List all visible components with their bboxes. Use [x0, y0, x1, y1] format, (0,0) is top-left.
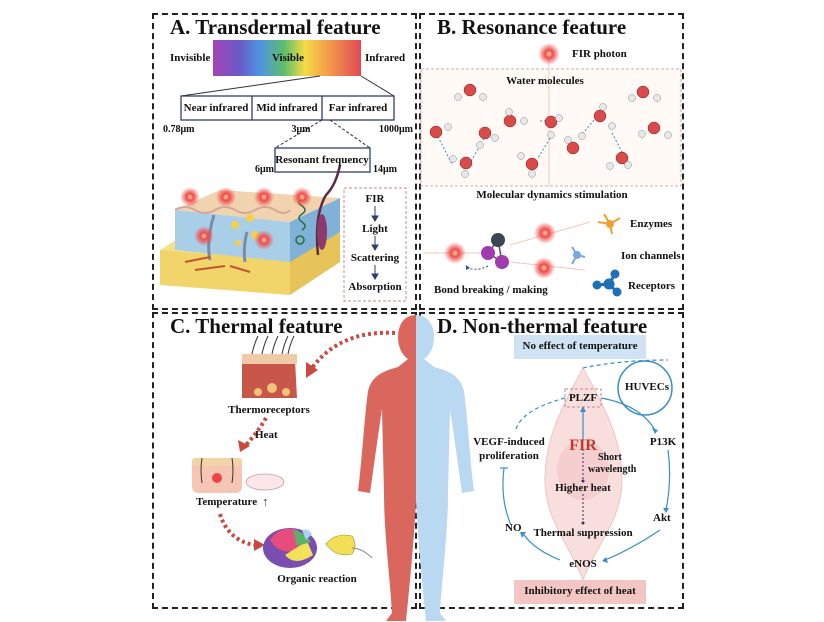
dynamics-photons: [423, 221, 591, 279]
fir-photon-glow: [538, 43, 560, 65]
enzymes-label: Enzymes: [630, 218, 673, 230]
higher-heat-label: Higher heat: [555, 482, 611, 494]
zoom-line-right: [360, 75, 395, 97]
process-light: Light: [362, 223, 388, 235]
enos-label: eNOS: [569, 558, 597, 570]
tick-3um: 3μm: [291, 124, 311, 135]
resonant-zoom-right: [329, 119, 371, 149]
fir-photon-label: FIR photon: [572, 48, 627, 60]
human-figure: [358, 315, 474, 621]
panel-a-title: A. Transdermal feature: [170, 15, 381, 39]
zoom-line-left: [180, 75, 321, 97]
no-effect-banner: [514, 335, 646, 359]
panel-b-title: B. Resonance feature: [437, 15, 627, 39]
panel-c-title: C. Thermal feature: [170, 314, 343, 338]
inhibitory-label: Inhibitory effect of heat: [524, 585, 636, 597]
band-mid-infrared: Mid infrared: [256, 102, 318, 114]
band-far-infrared: Far infrared: [328, 102, 388, 114]
temperature-skin-illustration: [192, 457, 285, 493]
temperature-up-arrow: ↑: [262, 494, 269, 509]
fir-label: FIR: [569, 437, 597, 454]
invisible-label: Invisible: [170, 52, 211, 64]
resonant-zoom-left: [274, 119, 323, 149]
process-absorption: Absorption: [348, 281, 402, 293]
brain-illustration: [263, 528, 317, 568]
resonant-frequency-label: Resonant frequency: [275, 154, 369, 166]
vegf-label-line1: VEGF-induced: [473, 436, 545, 448]
thermoreceptors-label: Thermoreceptors: [228, 404, 310, 416]
resonant-max: 14μm: [373, 164, 397, 175]
visible-spectrum-bar: [213, 40, 361, 76]
fir-photons-a: [180, 187, 312, 250]
inhibitory-banner: [514, 580, 646, 604]
tick-0-78um: 0.78μm: [163, 124, 195, 135]
panel-a-frame: [152, 13, 417, 310]
tick-1000um: 1000μm: [379, 124, 413, 135]
resonant-min: 6μm: [255, 164, 274, 175]
akt-label: Akt: [653, 512, 671, 524]
no-label: NO: [505, 522, 522, 534]
visible-label: Visible: [272, 52, 304, 64]
water-molecules: [429, 83, 672, 178]
panel-d-title: D. Non-thermal feature: [437, 314, 648, 338]
heat-label: Heat: [255, 429, 278, 441]
muscle-illustration: [325, 534, 373, 559]
bond-molecule: [465, 233, 509, 270]
wavelength-label: wavelength: [588, 464, 637, 475]
plzf-label: PLZF: [568, 392, 598, 404]
organic-reaction-label: Organic reaction: [277, 573, 357, 585]
arrow-organic: [218, 513, 255, 547]
ion-channels-label: Ion channels: [621, 250, 681, 262]
band-near-infrared: Near infrared: [183, 102, 249, 114]
process-box: [343, 187, 407, 302]
huvecs-circle: [617, 360, 673, 416]
temperature-label: Temperature: [196, 496, 258, 508]
p13k-label: P13K: [649, 436, 677, 448]
enzyme-icon: [597, 213, 621, 235]
infrared-label: Infrared: [365, 52, 406, 64]
arrow-body-to-skin: [310, 330, 396, 370]
resonant-box: [274, 147, 371, 173]
molecular-dynamics-label: Molecular dynamics stimulation: [476, 189, 628, 201]
water-molecules-label: Water molecules: [506, 75, 584, 87]
skin-thermoreceptor-illustration: [242, 335, 297, 398]
bond-breaking-label: Bond breaking / making: [434, 284, 548, 296]
process-fir: FIR: [365, 193, 385, 205]
arrow-heat: [243, 417, 268, 448]
ir-bands-box: [180, 95, 395, 121]
thermal-suppression-label: Thermal suppression: [533, 527, 633, 539]
panel-b-frame: [419, 13, 684, 310]
process-scattering: Scattering: [350, 252, 400, 264]
receptors-label: Receptors: [628, 280, 676, 292]
huvecs-label: HUVECs: [624, 381, 670, 393]
ion-channel-icon: [571, 246, 586, 265]
short-label: Short: [598, 452, 622, 463]
receptor-icon: [592, 269, 622, 297]
no-effect-label: No effect of temperature: [522, 340, 638, 352]
vegf-label-line2: proliferation: [479, 450, 539, 462]
